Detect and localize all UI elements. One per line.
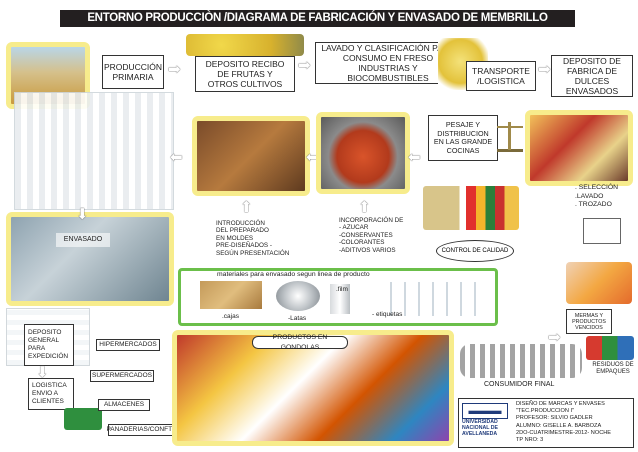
photo-deposit-fruit [186, 34, 304, 56]
arrow-down-icon: ⬇ [36, 364, 49, 381]
note-introduccion: INTRODUCCIÓN DEL PREPARADO EN MOLDES PRE… [216, 220, 290, 257]
arrow-right-icon: ➡ [538, 61, 551, 78]
university-logo: ▬▬▬ UNIVERSIDAD NACIONAL DE AVELLANEDA [462, 403, 512, 443]
channel-hipermercados: HIPERMERCADOS [96, 339, 160, 351]
university-line-3: AVELLANEDA [462, 431, 498, 437]
photo-gondolas [172, 330, 454, 446]
label-cajas: .cajas [222, 313, 239, 320]
arrow-up-icon: ⬆ [240, 199, 253, 216]
step-pesaje: PESAJE Y DISTRIBUCION EN LAS GRANDE COCI… [428, 115, 498, 161]
box-sketch-icon [583, 218, 621, 244]
photo-molds [192, 116, 310, 196]
step-deposito-general: DEPOSITO GENERAL PARA EXPEDICIÓN [24, 324, 74, 366]
step-deposito-recibo: DEPOSITO RECIBO DE FRUTAS Y OTROS CULTIV… [195, 56, 295, 92]
arrow-left-icon: ⬅ [306, 149, 319, 166]
note-seleccion: . SELECCIÓN .LAVADO . TROZADO [575, 184, 619, 208]
cans-image [276, 281, 320, 311]
step-mermas: MERMAS Y PRODUCTOS VENCIDOS [566, 309, 612, 334]
step-produccion-primaria: PRODUCCIÓN PRIMARIA [102, 55, 164, 89]
university-line-1: UNIVERSIDAD [462, 419, 498, 425]
boxes-image [200, 281, 262, 309]
step-logistica: LOGISTICA ENVIO A CLIENTES [28, 378, 74, 410]
control-calidad-badge: CONTROL DE CALIDAD [436, 240, 514, 262]
photo-cooking-pot [316, 112, 410, 194]
film-image [330, 284, 350, 314]
arrow-right-icon: ➡ [548, 329, 561, 346]
label-etiquetas: - etiquetas [372, 311, 403, 318]
photo-shopping [566, 262, 632, 304]
label-latas: -Latas [288, 315, 307, 322]
step-transporte: TRANSPORTE /LOGISTICA [466, 61, 536, 91]
photo-sweets [525, 110, 633, 186]
page-title: ENTORNO PRODUCCIÒN /DIAGRAMA DE FABRICAC… [60, 10, 575, 27]
credits-text: DISEÑO DE MARCAS Y ENVASES "TEC.PRODUCCI… [516, 401, 612, 444]
residuos-label: RESIDUOS DE EMPAQUES [592, 362, 634, 375]
truck-icon [64, 408, 102, 430]
credits-box [458, 398, 634, 448]
university-line-2: NACIONAL DE [462, 425, 498, 431]
label-film: .film [336, 286, 348, 293]
step-deposito-fabrica-dulces: DEPOSITO DE FABRICA DE DULCES ENVASADOS [551, 55, 633, 97]
channel-almacenes: ALMACENES [98, 399, 150, 411]
arrow-right-icon: ➡ [168, 61, 181, 78]
arrow-left-icon: ⬅ [170, 149, 183, 166]
materials-heading: materiales para envasado segun linea de … [217, 271, 370, 278]
arrow-up-icon: ⬆ [358, 199, 371, 216]
factory-machinery-drawing [14, 92, 174, 210]
undav-mark: ▬▬▬ [462, 403, 508, 419]
step-lavado-clasificacion: LAVADO Y CLASIFICACIÓN PARA CONSUMO EN F… [315, 42, 461, 84]
channel-supermercados: SUPERMERCADOS [90, 370, 154, 382]
consumidor-final-label: CONSUMIDOR FINAL [484, 381, 555, 388]
arrow-left-icon: ⬅ [408, 149, 421, 166]
scale-icon [497, 118, 523, 152]
people-icon [460, 344, 582, 378]
labels-image [378, 282, 488, 316]
step-envasado: ENVASADO [56, 233, 110, 247]
arrow-down-icon: ⬇ [76, 206, 89, 223]
arrow-right-icon: ➡ [298, 57, 311, 74]
note-incorporacion: INCORPORACIÓN DE - AZUCAR -CONSERVANTES … [339, 217, 404, 254]
photo-ingredients [423, 186, 519, 230]
step-productos-gondolas: PRODUCTOS EN GONDOLAS [252, 334, 348, 351]
photo-envasado [6, 212, 174, 306]
recycle-bins-icon [586, 336, 634, 360]
